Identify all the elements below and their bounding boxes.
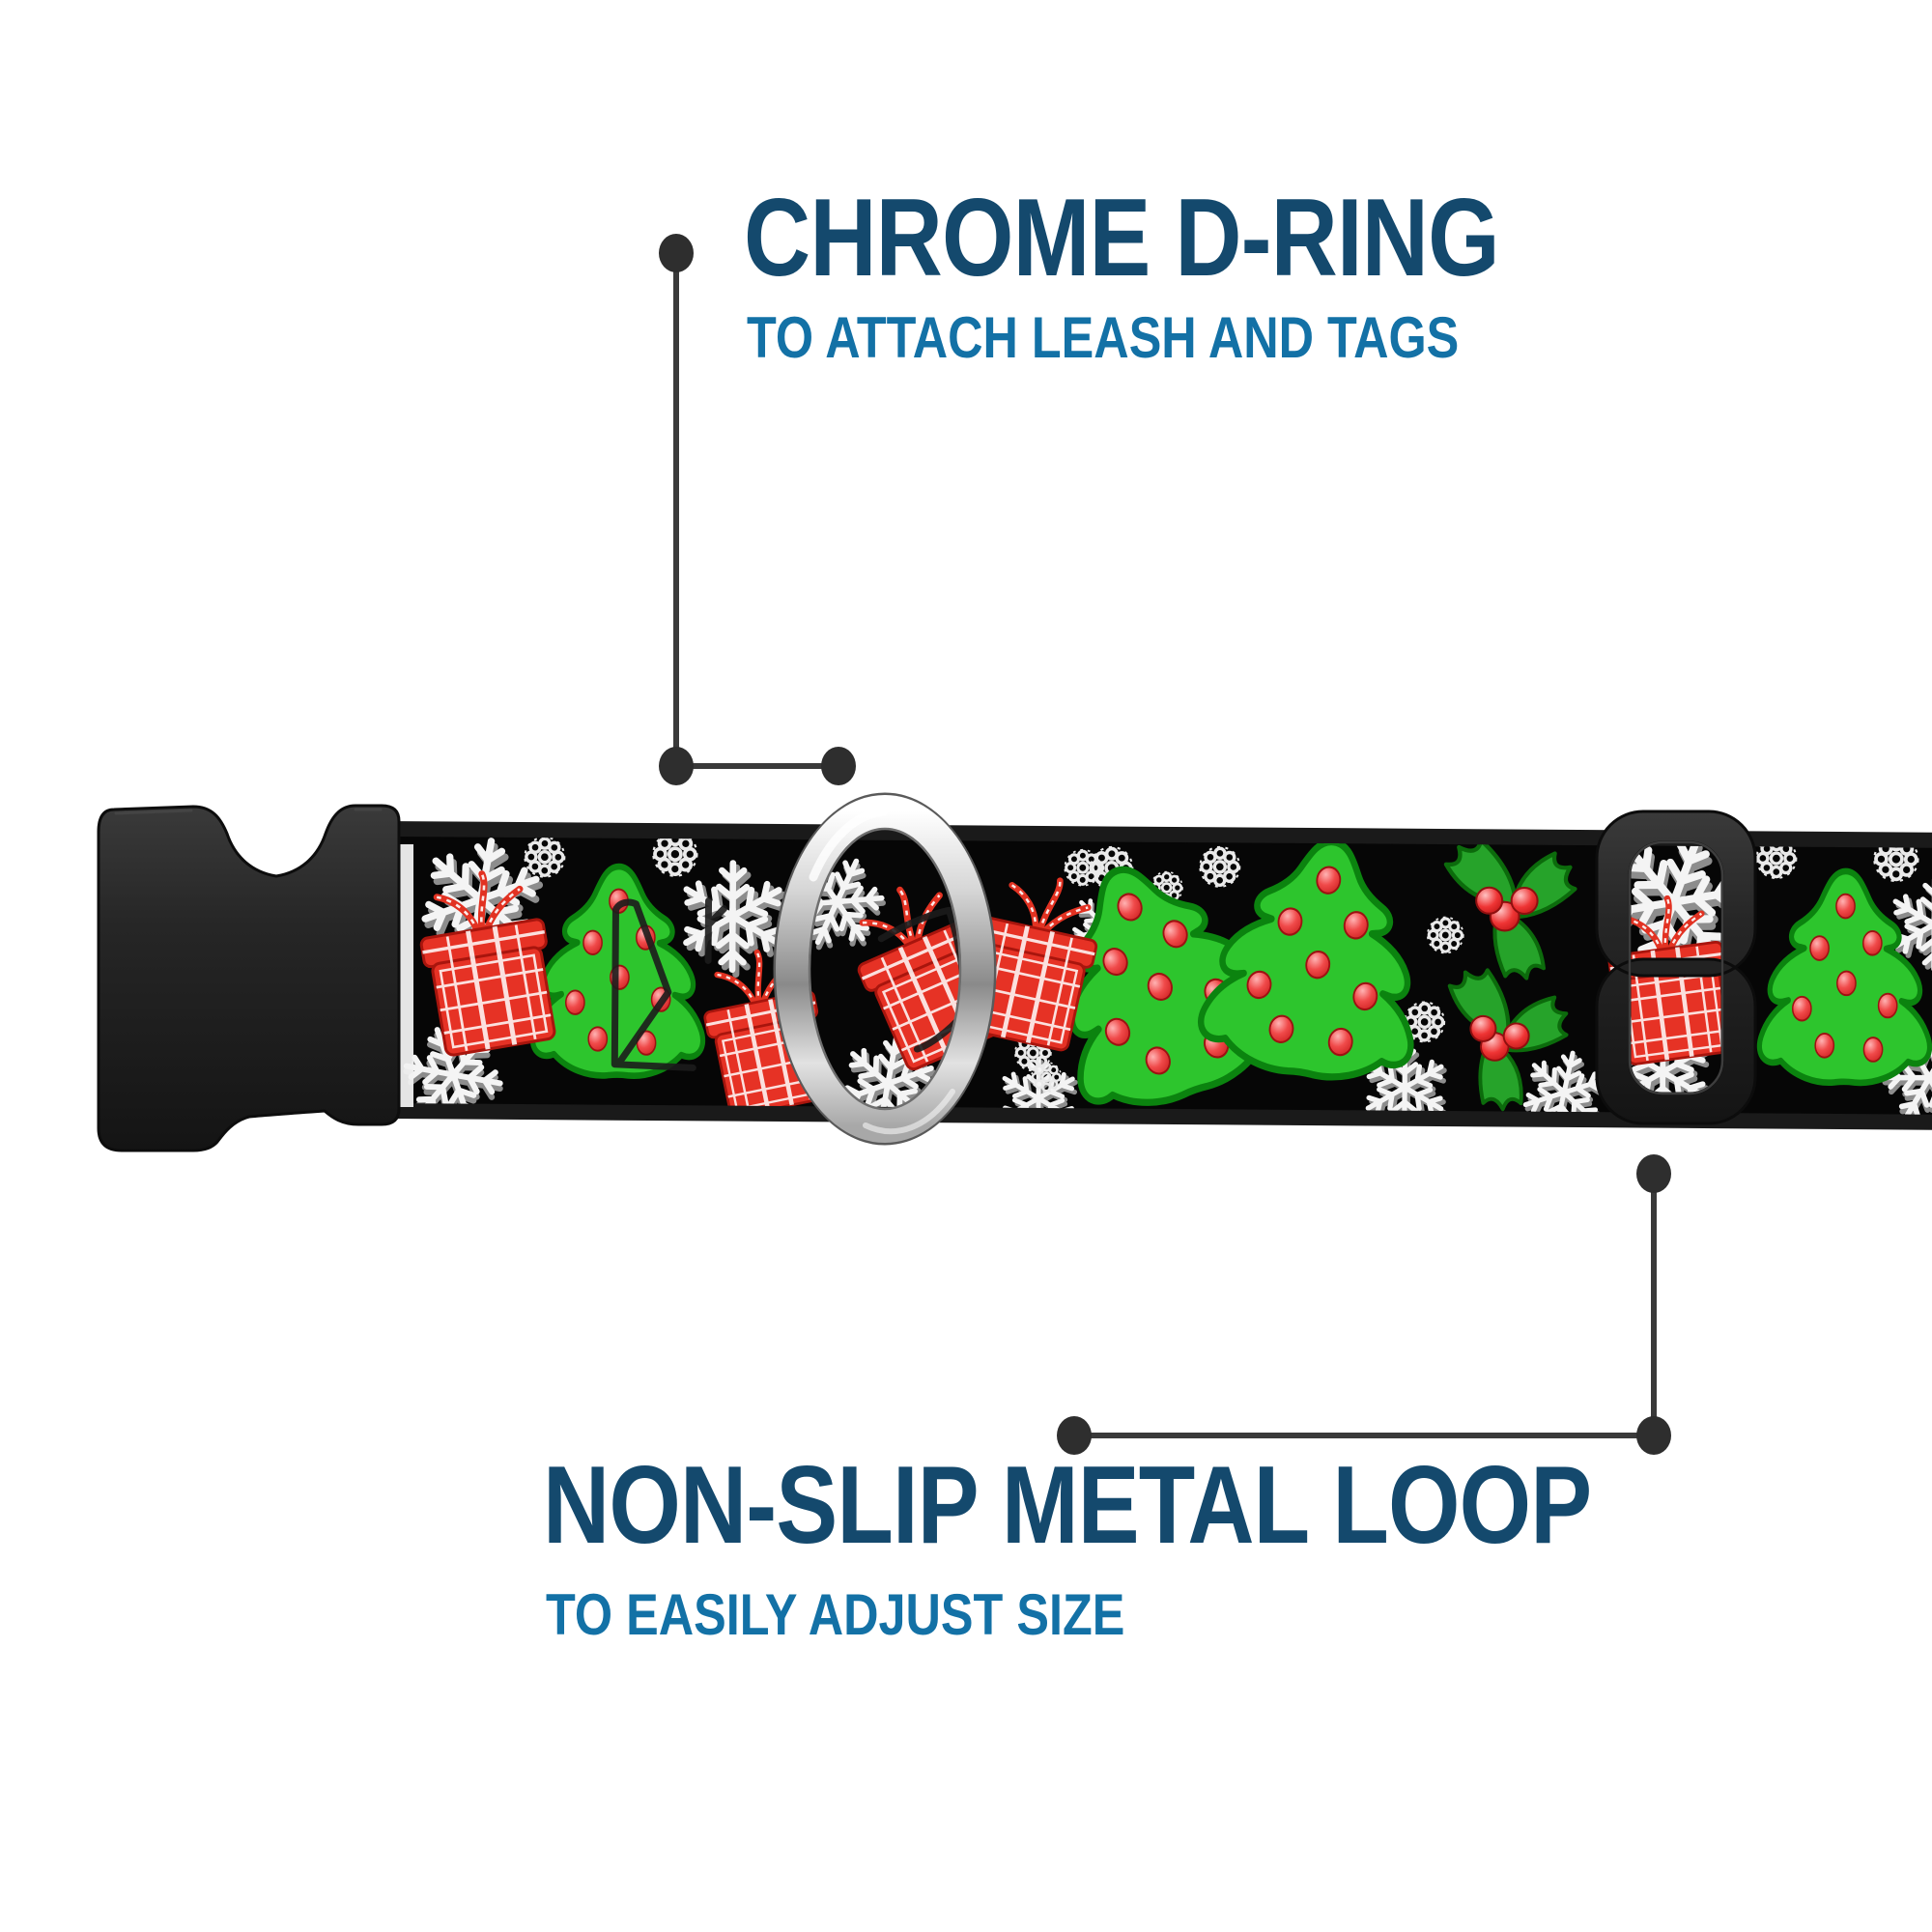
callout-line-metal-loop	[1057, 1154, 1671, 1455]
feature-subtitle-metal-loop: TO EASILY ADJUST SIZE	[546, 1582, 1125, 1647]
callout-dot	[1057, 1416, 1092, 1455]
callout-line-d-ring	[659, 234, 856, 785]
callout-dot	[1636, 1154, 1671, 1193]
callout-connectors	[659, 234, 1671, 1455]
callout-dot	[659, 234, 694, 272]
callout-dot	[659, 747, 694, 785]
callout-dot	[1636, 1416, 1671, 1455]
slider-icon	[1595, 810, 1757, 1125]
buckle-icon	[97, 804, 413, 1152]
feature-title-chrome-d-ring: CHROME D-RING	[744, 177, 1500, 299]
d-ring-icon	[773, 792, 997, 1146]
feature-title-metal-loop: NON-SLIP METAL LOOP	[543, 1444, 1592, 1567]
feature-subtitle-chrome-d-ring: TO ATTACH LEASH AND TAGS	[747, 305, 1460, 370]
callout-dot	[821, 747, 856, 785]
